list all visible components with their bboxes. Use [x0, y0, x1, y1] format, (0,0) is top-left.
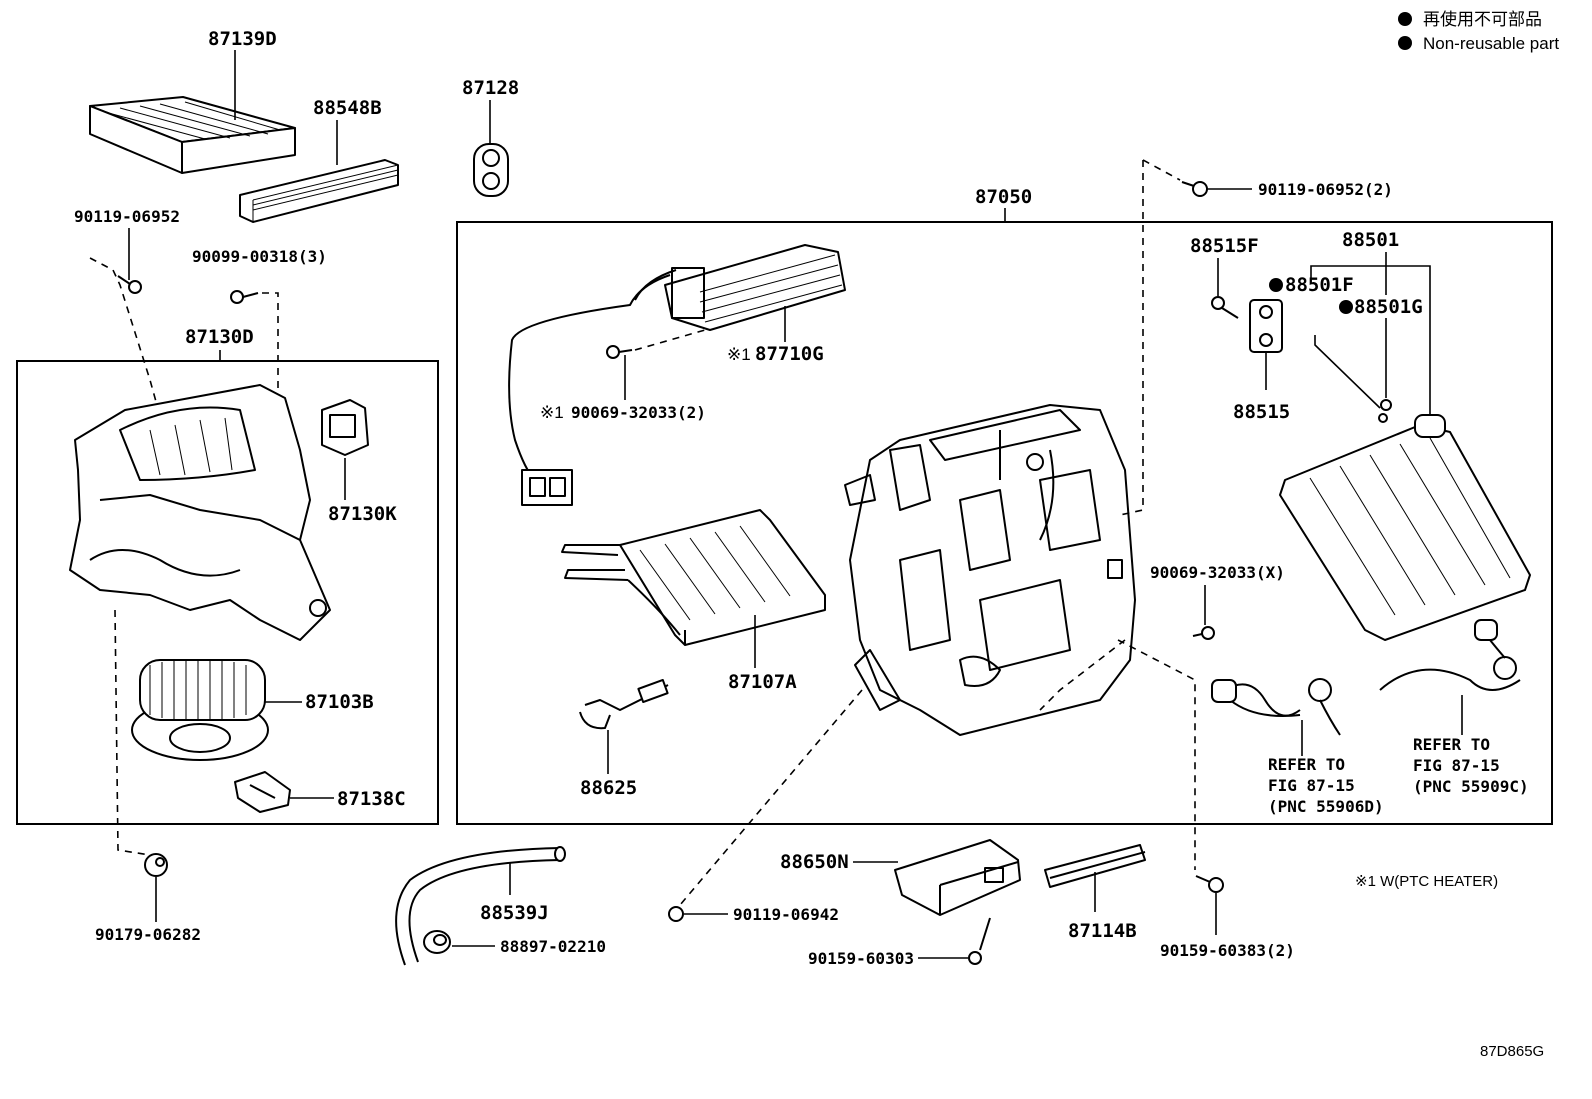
legend-jp-text: 再使用不可部品 — [1423, 9, 1542, 29]
heater-core — [561, 509, 826, 646]
label-87710G-mark: ※1 — [727, 345, 751, 364]
evaporator — [1279, 414, 1531, 641]
legend-en-text: Non-reusable part — [1423, 34, 1559, 53]
label-88539J: 88539J — [480, 902, 549, 924]
label-87114B: 87114B — [1068, 920, 1137, 942]
sensor-wire-a — [1211, 678, 1341, 736]
label-88501F: 88501F — [1285, 274, 1354, 296]
temperature-sensor — [579, 678, 669, 730]
non-reusable-marker-icon — [1269, 278, 1283, 292]
refer-fig-55906D-line3: (PNC 55906D) — [1268, 797, 1384, 816]
heater-unit-case — [844, 404, 1136, 736]
label-90119-06952-2: 90119-06952(2) — [1258, 180, 1393, 199]
label-90069-32033-2-mark: ※1 — [540, 403, 564, 422]
ptc-heater — [508, 244, 846, 506]
non-reusable-marker-icon — [1398, 12, 1412, 26]
label-90179-06282: 90179-06282 — [95, 925, 201, 944]
cabin-air-filter — [89, 96, 296, 174]
label-87130D: 87130D — [185, 326, 254, 348]
drain-grommet — [423, 930, 451, 954]
refer-fig-55909C-line2: FIG 87-15 — [1413, 756, 1500, 775]
figure-code: 87D865G — [1480, 1043, 1544, 1060]
label-87050: 87050 — [975, 186, 1032, 208]
expansion-valve — [1249, 299, 1283, 353]
screw-icon — [1195, 875, 1224, 893]
bolt-icon — [1211, 296, 1239, 319]
label-87130K: 87130K — [328, 503, 397, 525]
screw-icon — [1181, 181, 1208, 197]
filter-cover — [239, 159, 399, 223]
label-88515F: 88515F — [1190, 235, 1259, 257]
label-87710G: 87710G — [755, 343, 824, 365]
sensor-wire-b — [1379, 619, 1521, 691]
label-87138C: 87138C — [337, 788, 406, 810]
label-88650N: 88650N — [780, 851, 849, 873]
refer-fig-55906D-line2: FIG 87-15 — [1268, 776, 1355, 795]
nut-icon — [144, 853, 168, 877]
blower-housing — [69, 384, 331, 641]
ptc-heater-note: ※1 W(PTC HEATER) — [1355, 873, 1498, 890]
drain-hose — [395, 846, 566, 966]
label-90159-60383-2: 90159-60383(2) — [1160, 941, 1295, 960]
label-90099-00318: 90099-00318(3) — [192, 247, 327, 266]
refer-fig-55906D-line1: REFER TO — [1268, 755, 1345, 774]
label-88625: 88625 — [580, 777, 637, 799]
label-88515: 88515 — [1233, 401, 1290, 423]
screw-icon — [606, 345, 633, 359]
screw-icon — [1192, 626, 1215, 640]
screw-icon — [230, 290, 259, 304]
o-ring-icon — [1378, 399, 1392, 423]
label-90069-32033-2: 90069-32033(2) — [571, 403, 706, 422]
label-88501G: 88501G — [1354, 296, 1423, 318]
label-88897-02210: 88897-02210 — [500, 937, 606, 956]
legend: 再使用不可部品 Non-reusable part — [1398, 9, 1559, 53]
ac-amplifier — [894, 839, 1021, 916]
screw-icon — [668, 906, 684, 922]
refer-fig-55909C-line3: (PNC 55909C) — [1413, 777, 1529, 796]
damper-actuator — [321, 399, 369, 456]
non-reusable-marker-icon — [1398, 36, 1412, 50]
screw-icon — [968, 917, 991, 965]
label-87139D: 87139D — [208, 28, 277, 50]
label-87128: 87128 — [462, 77, 519, 99]
label-87107A: 87107A — [728, 671, 797, 693]
label-87103B: 87103B — [305, 691, 374, 713]
screw-icon — [117, 275, 142, 294]
grommet — [473, 143, 509, 197]
bracket — [1044, 844, 1146, 888]
blower-motor — [131, 659, 269, 761]
label-90119-06952: 90119-06952 — [74, 207, 180, 226]
label-90159-60303: 90159-60303 — [808, 949, 914, 968]
label-90069-32033-X: 90069-32033(X) — [1150, 563, 1285, 582]
blower-resistor — [234, 771, 291, 813]
label-88548B: 88548B — [313, 97, 382, 119]
label-90119-06942: 90119-06942 — [733, 905, 839, 924]
refer-fig-55909C-line1: REFER TO — [1413, 735, 1490, 754]
label-88501: 88501 — [1342, 229, 1399, 251]
non-reusable-marker-icon — [1339, 300, 1353, 314]
